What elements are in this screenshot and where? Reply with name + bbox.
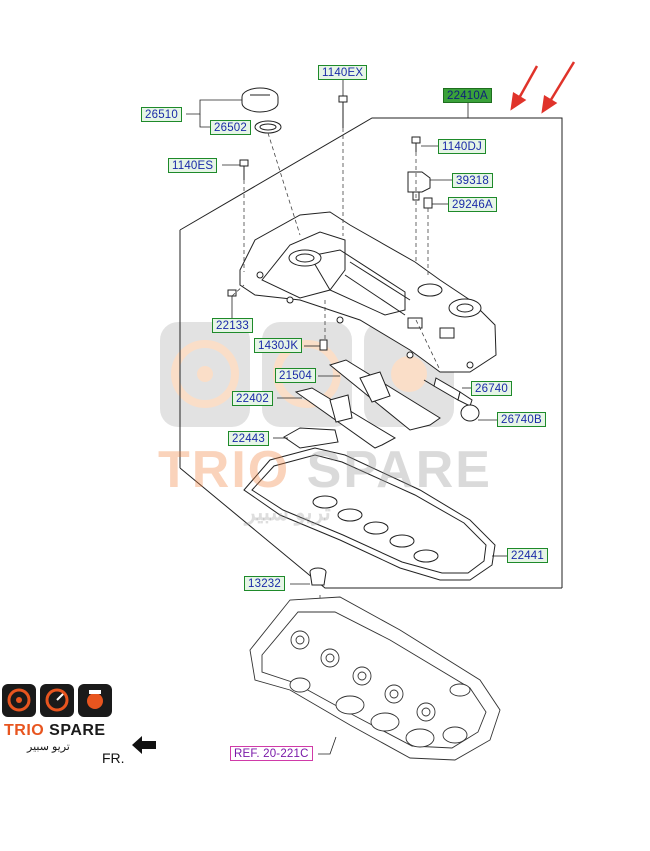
cover-gasket-drawing	[243, 447, 496, 581]
tube-seal-drawing	[309, 567, 327, 586]
label-39318[interactable]: 39318	[452, 173, 493, 188]
label-1140EX[interactable]: 1140EX	[318, 65, 368, 80]
label-22443[interactable]: 22443	[228, 431, 269, 446]
label-26510[interactable]: 26510	[141, 107, 182, 122]
oil-cap-drawing	[241, 87, 282, 134]
label-22402[interactable]: 22402	[232, 391, 273, 406]
label-26740B[interactable]: 26740B	[497, 412, 546, 427]
brand-name: TRIO SPARE	[4, 722, 106, 740]
brand-name-b: SPARE	[44, 722, 106, 739]
bolt-drawings	[227, 95, 421, 351]
front-direction-label: FR.	[102, 750, 125, 766]
label-13232[interactable]: 13232	[244, 576, 285, 591]
reference-label[interactable]: REF. 20-221C	[230, 746, 313, 761]
label-1140ES[interactable]: 1140ES	[168, 158, 218, 173]
sensor-drawing	[407, 171, 433, 209]
label-1430JK[interactable]: 1430JK	[254, 338, 303, 353]
rocker-cover-drawing	[239, 211, 497, 373]
label-22410A[interactable]: 22410A	[443, 88, 492, 103]
brand-name-a: TRIO	[4, 722, 45, 739]
label-22133[interactable]: 22133	[212, 318, 253, 333]
label-26502[interactable]: 26502	[210, 120, 251, 135]
label-22441[interactable]: 22441	[507, 548, 548, 563]
assembly-box	[179, 117, 563, 589]
red-arrow-icons	[510, 61, 576, 114]
label-21504[interactable]: 21504	[275, 368, 316, 383]
label-29246A[interactable]: 29246A	[448, 197, 497, 212]
label-1140DJ[interactable]: 1140DJ	[438, 139, 486, 154]
baffle-gaskets-drawing	[283, 359, 441, 449]
brand-logo-icon	[2, 684, 112, 717]
label-26740[interactable]: 26740	[471, 381, 512, 396]
solenoid-valve-drawing	[423, 377, 480, 422]
front-arrow-icon	[132, 736, 156, 754]
cylinder-head-drawing	[249, 596, 501, 761]
brand-arabic: تريو سبير	[27, 741, 70, 753]
label-leaders	[186, 80, 508, 755]
